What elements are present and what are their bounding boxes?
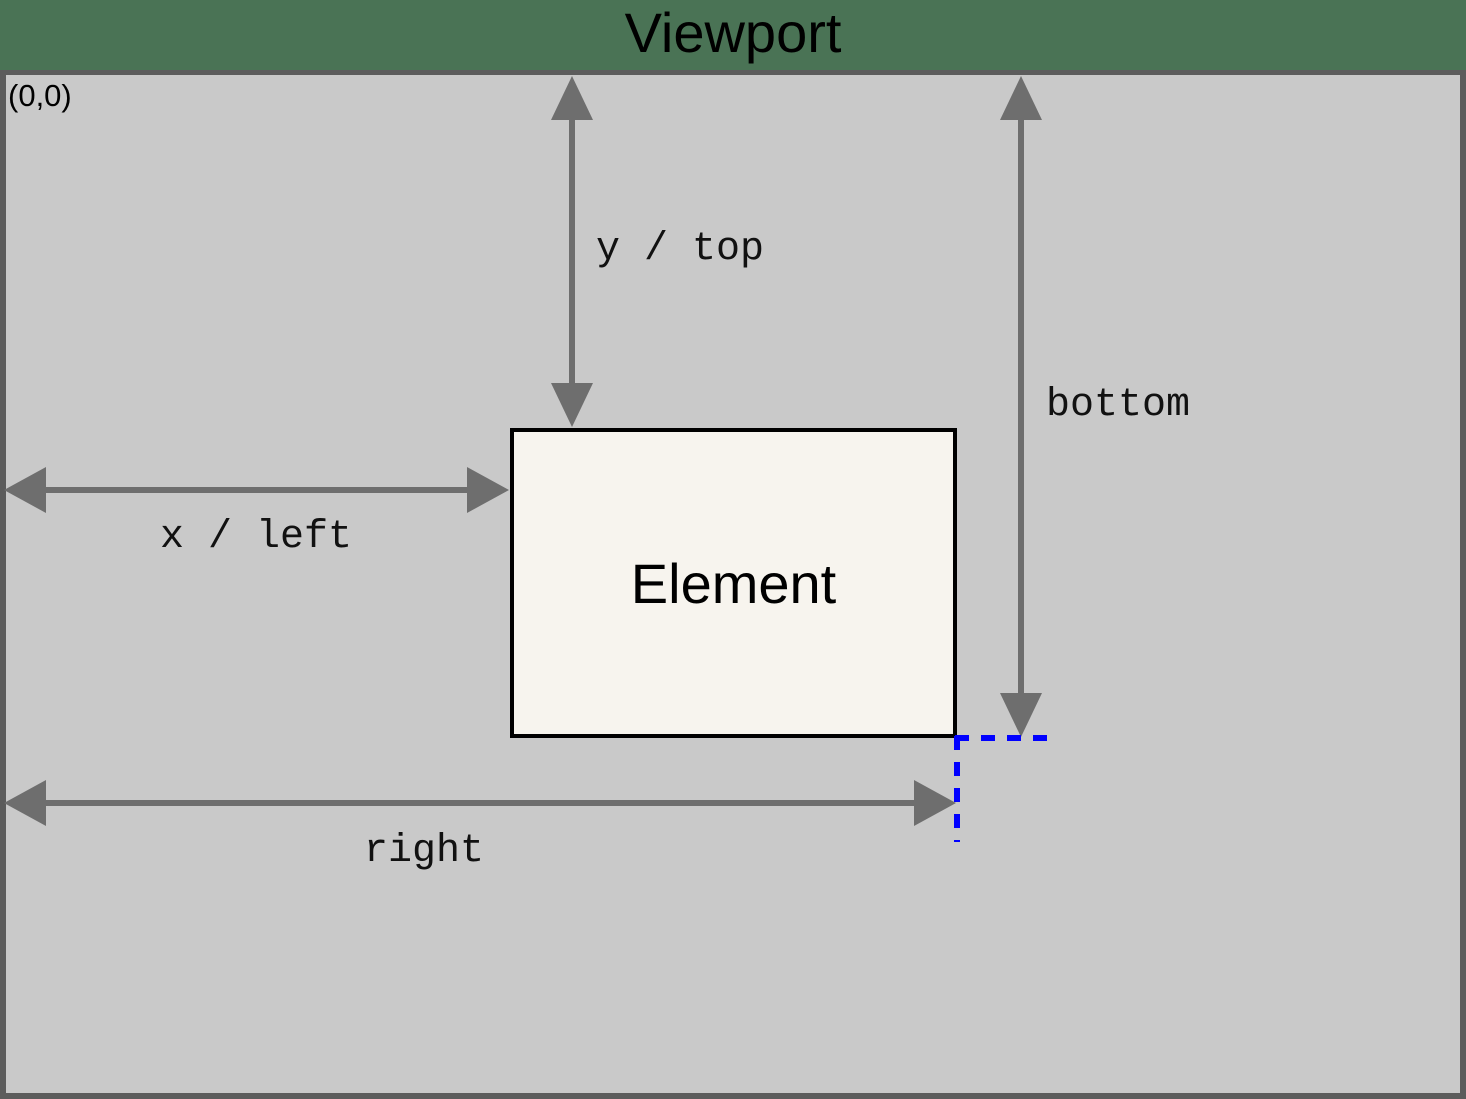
- origin-coordinate-label: (0,0): [8, 78, 72, 113]
- viewport-header-band: Viewport: [0, 0, 1466, 70]
- measurement-label-y-top: y / top: [596, 227, 765, 272]
- element-box: Element: [510, 428, 957, 738]
- viewport-title: Viewport: [624, 1, 842, 64]
- measurement-label-x-left: x / left: [160, 515, 353, 560]
- measurement-label-right: right: [364, 829, 485, 874]
- measurement-label-bottom: bottom: [1046, 383, 1191, 428]
- element-box-label: Element: [630, 551, 837, 615]
